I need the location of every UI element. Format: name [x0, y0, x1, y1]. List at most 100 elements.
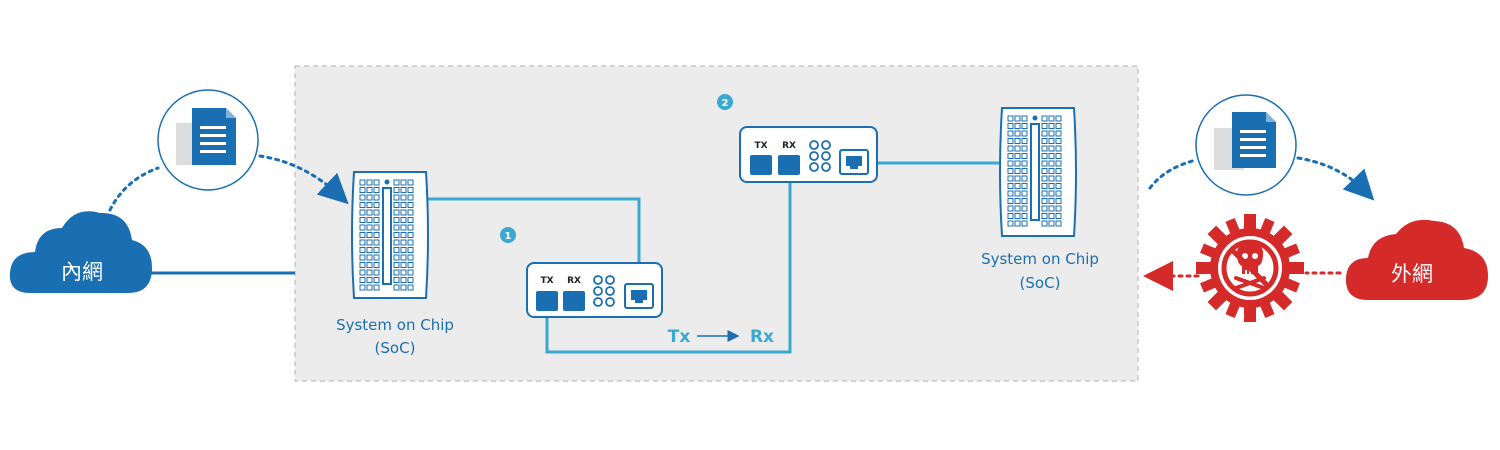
chip-pin	[1007, 123, 1014, 129]
chip-pin	[407, 217, 414, 223]
module-1: TX RX	[526, 262, 663, 318]
chip-pin	[359, 254, 366, 261]
chip-pin	[1041, 123, 1048, 129]
chip-pin	[1041, 145, 1048, 152]
chip-pin	[1014, 220, 1021, 227]
chip-pin	[366, 277, 373, 283]
chip-pin	[1014, 160, 1021, 167]
module-2-tx-port	[750, 155, 772, 175]
chip-pin	[1014, 205, 1021, 212]
chip-pin	[1014, 190, 1021, 197]
chip-pin	[407, 254, 414, 261]
chip-pin	[1007, 130, 1014, 137]
chip-pin	[1048, 130, 1055, 137]
chip-pin	[1007, 115, 1014, 122]
soc-right-pin-grid	[1007, 115, 1062, 227]
chip-pin	[1021, 115, 1028, 122]
chip-pin	[1048, 213, 1055, 219]
chip-pin	[359, 262, 366, 268]
module-1-tx-port	[536, 291, 558, 311]
chip-pin	[359, 217, 366, 223]
chip-pin	[1048, 153, 1055, 159]
chip-pin	[1048, 123, 1055, 129]
chip-pin	[366, 239, 373, 246]
chip-pin	[1041, 130, 1048, 137]
chip-pin	[359, 232, 366, 238]
chip-pin	[1048, 115, 1055, 122]
chip-pin	[400, 209, 407, 216]
chip-pin	[1055, 160, 1062, 167]
soc-left-sublabel: (SoC)	[375, 339, 416, 357]
chip-pin	[400, 187, 407, 193]
chip-pin	[407, 194, 414, 201]
chip-pin	[400, 217, 407, 223]
chip-pin	[400, 262, 407, 268]
chip-pin	[1048, 160, 1055, 167]
chip-pin	[359, 239, 366, 246]
chip-pin	[366, 187, 373, 193]
chip-pin	[400, 269, 407, 276]
chip-pin	[366, 269, 373, 276]
chip-pin	[1048, 145, 1055, 152]
chip-pin	[393, 239, 400, 246]
external-network-label: 外網	[1391, 262, 1433, 286]
chip-pin	[373, 277, 380, 283]
chip-pin	[400, 232, 407, 238]
chip-pin	[1055, 205, 1062, 212]
soc-left	[351, 171, 429, 299]
chip-pin	[400, 194, 407, 201]
chip-pin	[407, 187, 414, 193]
chip-pin	[1055, 123, 1062, 129]
step-2-number: 2	[722, 98, 729, 109]
chip-pin	[359, 202, 366, 208]
chip-pin	[359, 277, 366, 283]
chip-pin	[407, 209, 414, 216]
chip-pin	[359, 209, 366, 216]
chip-pin	[373, 224, 380, 231]
chip-pin	[1041, 183, 1048, 189]
chip-pin	[1055, 213, 1062, 219]
module-1-leds	[593, 275, 615, 307]
chip-pin	[373, 262, 380, 268]
soc-left-pin-grid	[359, 179, 414, 291]
chip-pin	[1021, 220, 1028, 227]
chip-pin	[373, 187, 380, 193]
flow-arc-in-left	[108, 166, 160, 212]
chip-pin	[359, 269, 366, 276]
document-icon	[192, 108, 236, 165]
chip-pin	[1055, 220, 1062, 227]
chip-pin	[359, 194, 366, 201]
chip-pin	[1041, 168, 1048, 174]
chip-pin	[1041, 160, 1048, 167]
chip-pin	[1007, 205, 1014, 212]
chip-pin	[1007, 168, 1014, 174]
cable-soc-left-to-module1	[428, 197, 641, 284]
chip-pin	[1021, 190, 1028, 197]
chip-pin	[1048, 205, 1055, 212]
chip-pin	[373, 217, 380, 223]
chip-pin	[373, 284, 380, 291]
chip-pin	[359, 284, 366, 291]
chip-pin	[1055, 138, 1062, 144]
chip-pin	[373, 179, 380, 186]
chip-pin	[373, 209, 380, 216]
chip-pin	[393, 209, 400, 216]
module-2: TX RX	[739, 126, 878, 183]
chip-pin	[366, 179, 373, 186]
chip-pin	[1055, 198, 1062, 204]
chip-pin	[1007, 190, 1014, 197]
chip-pin	[400, 284, 407, 291]
chip-pin	[1021, 168, 1028, 174]
chip-pin	[407, 284, 414, 291]
chip-pin	[1041, 175, 1048, 182]
chip-pin	[1041, 153, 1048, 159]
flow-arc-out-right	[1296, 156, 1375, 201]
chip-pin	[1021, 205, 1028, 212]
flow-rx-label: Rx	[750, 327, 774, 347]
chip-pin	[1007, 160, 1014, 167]
chip-pin	[1021, 138, 1028, 144]
chip-pin	[366, 194, 373, 201]
module-1-rx-label: RX	[567, 276, 581, 286]
chip-pin	[1055, 190, 1062, 197]
chip-pin	[373, 269, 380, 276]
